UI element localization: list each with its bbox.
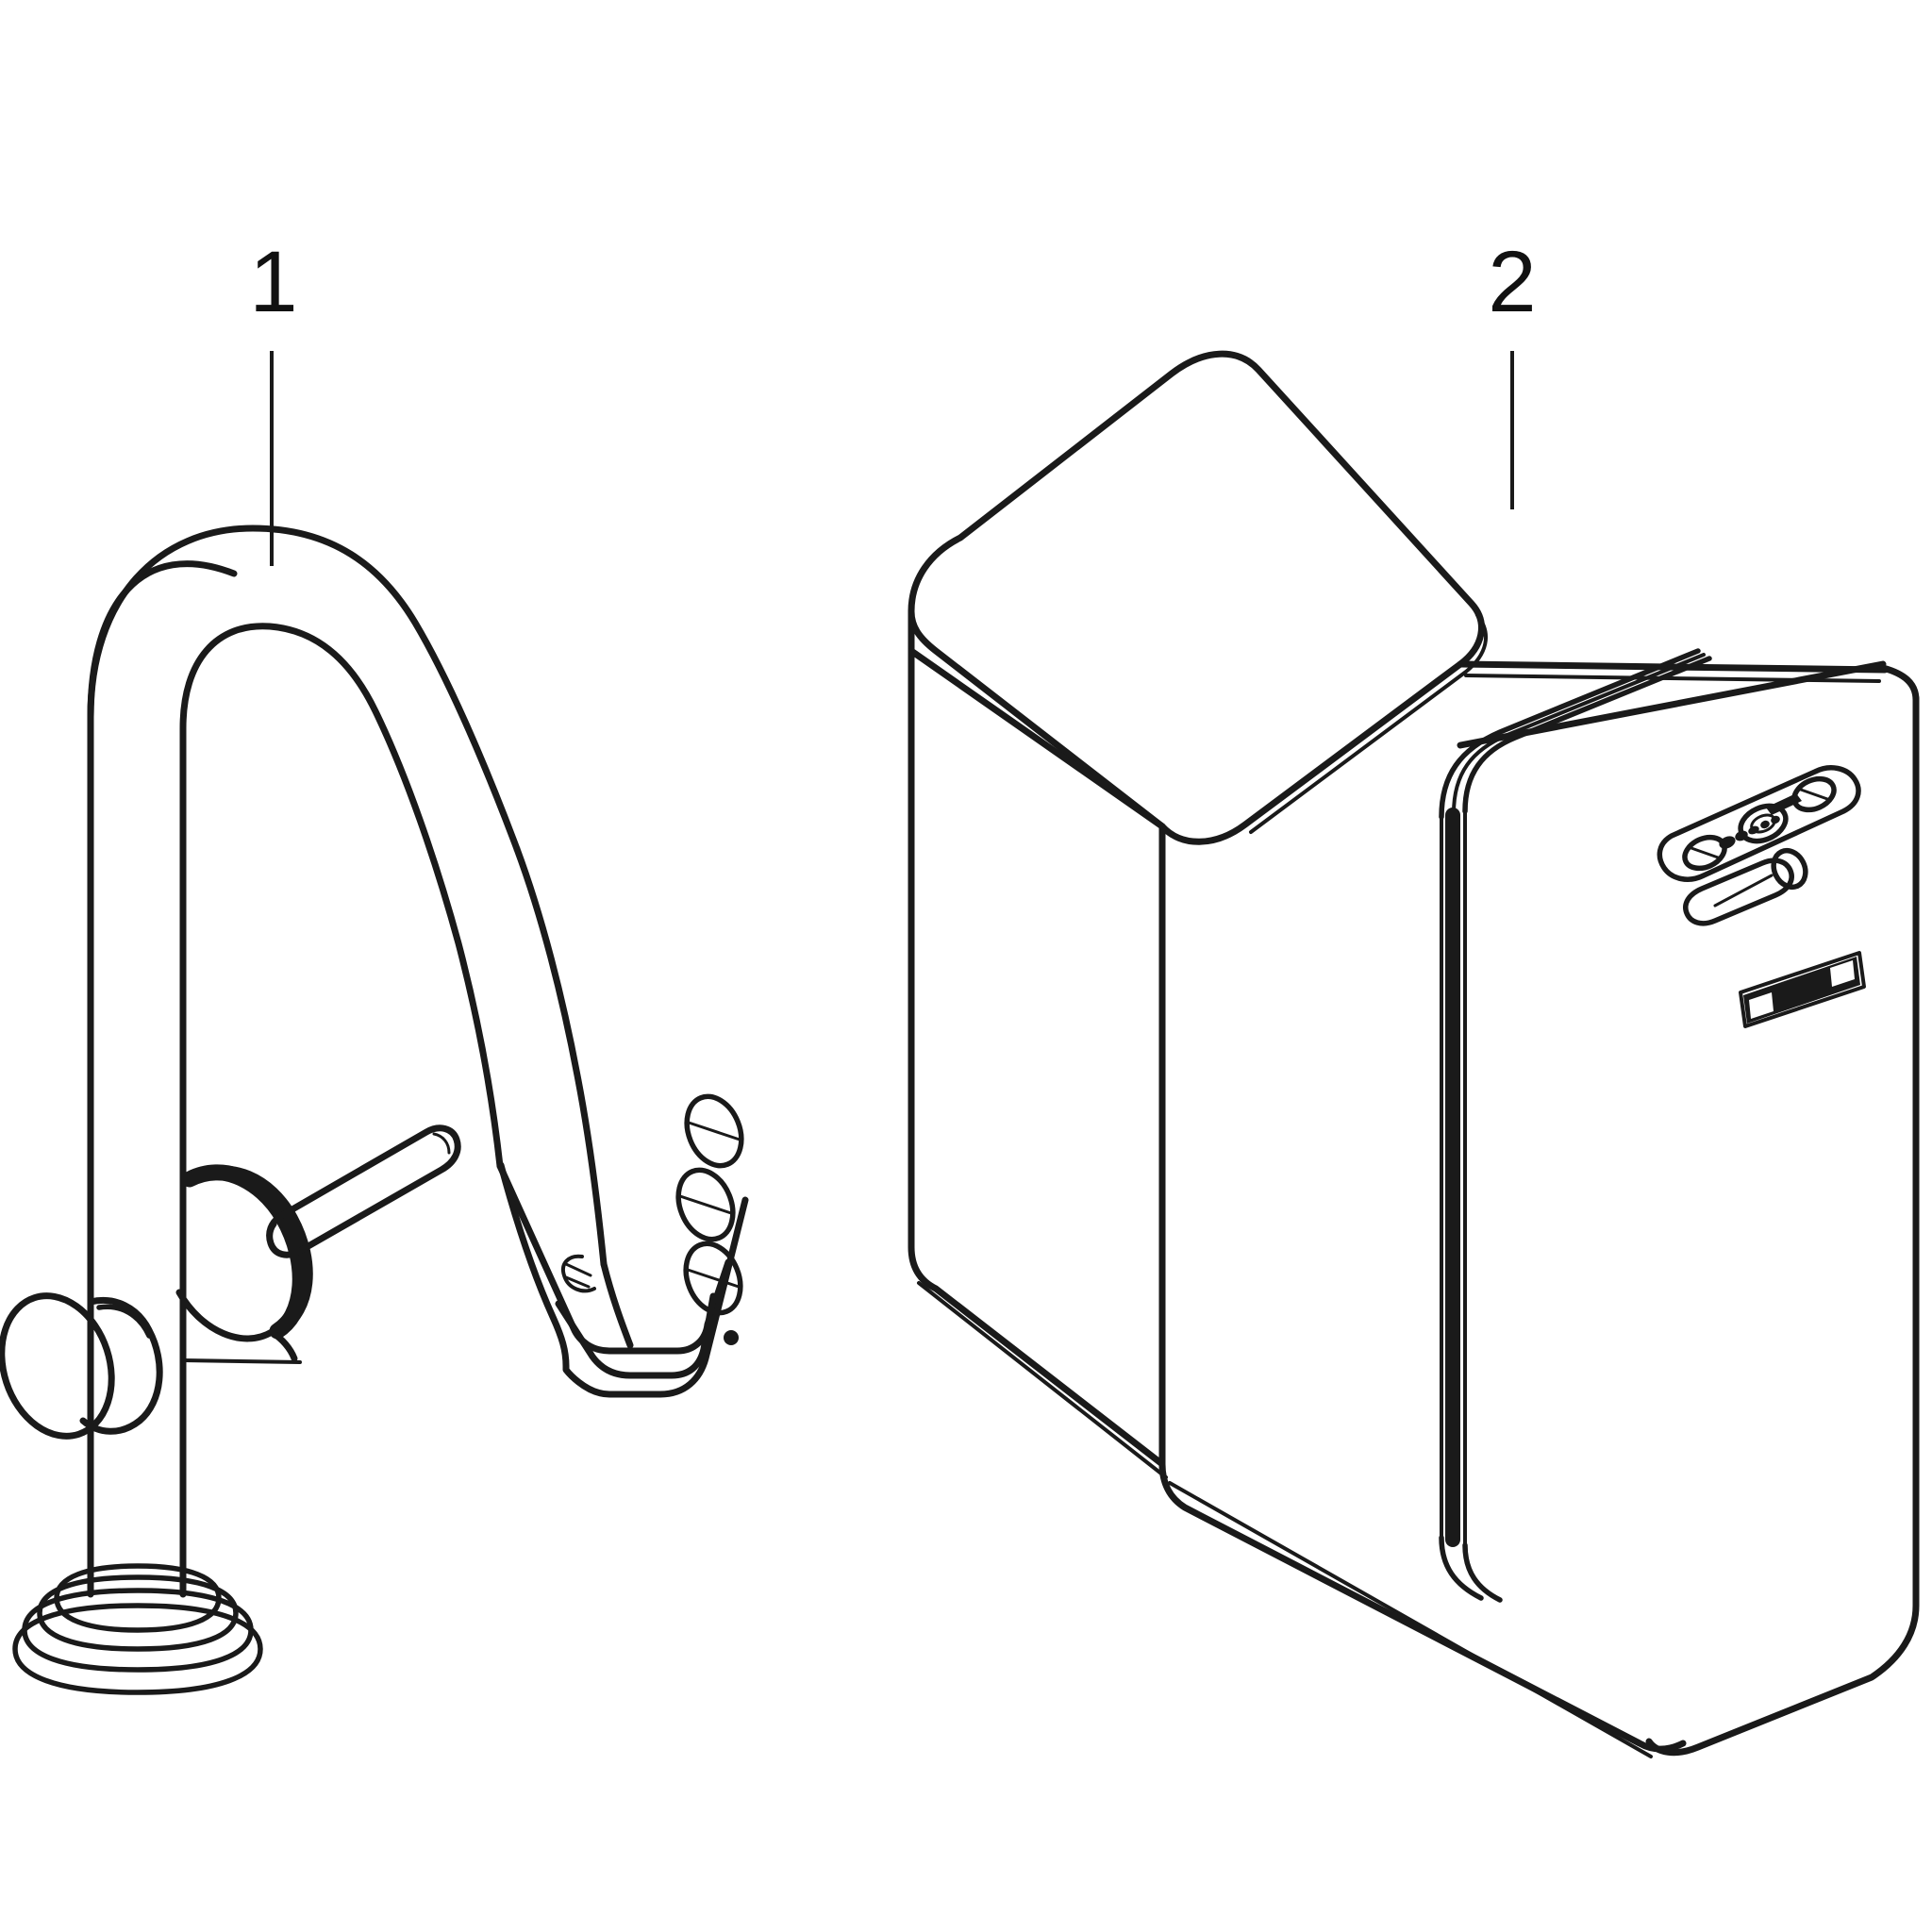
faucet-base-escutcheon (12, 1563, 263, 1695)
box-left-face-outline (908, 608, 1166, 1468)
box-top-face-inner-edge (1249, 613, 1488, 834)
spray-button-2[interactable] (669, 1162, 743, 1248)
box-right-top-corner (1879, 664, 1920, 704)
box-release-latch[interactable] (1683, 845, 1811, 926)
callout-1[interactable]: 1 (249, 234, 298, 566)
faucet-spout-shell (497, 1161, 749, 1398)
spray-button-1-slot (687, 1121, 741, 1141)
control-plate-led-row (1719, 815, 1780, 849)
faucet-handle-collar[interactable] (175, 1164, 313, 1364)
box-front-face-right-edge (1645, 694, 1920, 1757)
box-left-face-top-edge (908, 647, 1166, 830)
latch-body[interactable] (1683, 858, 1794, 926)
control-plate-screw-2-slot (1687, 845, 1723, 860)
box-front-face-bottom-edge (1158, 1460, 1687, 1753)
control-plate-screw-1-slot (1796, 787, 1832, 802)
box-cover-top-edge (1457, 660, 1887, 749)
display-window-notch-right (1830, 960, 1855, 987)
control-plate-marker-bar (1766, 793, 1802, 815)
latch-highlight (1713, 874, 1774, 908)
faucet-spout-tip (555, 1292, 717, 1379)
box-front-base-rim (1168, 1481, 1653, 1758)
control-plate-outline[interactable] (1657, 765, 1861, 882)
faucet-arch-inner (179, 623, 504, 1170)
faucet-spout-barrel-right (600, 1260, 634, 1349)
callout-2-label: 2 (1488, 234, 1536, 330)
faucet-arch-outer-right (513, 845, 608, 1268)
box-cover-seam (1439, 648, 1712, 1603)
latch-knob[interactable] (1768, 845, 1811, 892)
faucet-inlet-elbow (0, 1292, 163, 1440)
box-control-plate[interactable] (1657, 765, 1861, 882)
box-left-base-rim (917, 1281, 1168, 1479)
faucet-arch-outer-top (87, 525, 521, 853)
part-filter-box[interactable] (908, 350, 1920, 1758)
spray-button-3-slot (686, 1268, 741, 1289)
callout-2[interactable]: 2 (1488, 234, 1537, 509)
callout-1-label: 1 (249, 234, 297, 330)
box-display-window[interactable] (1739, 951, 1866, 1028)
faucet-spray-buttons[interactable] (669, 1089, 752, 1322)
spout-clip-detail (561, 1254, 596, 1293)
display-window-frame (1739, 951, 1866, 1028)
spray-button-1[interactable] (677, 1089, 752, 1174)
faucet-spout-barrel (496, 1162, 732, 1355)
spray-button-2-slot (678, 1194, 733, 1215)
callout-group: 1 2 (249, 234, 1537, 566)
display-window-notch-left (1749, 992, 1774, 1019)
faucet-lever-handle[interactable] (266, 1124, 461, 1258)
box-top-face (908, 350, 1485, 845)
part-faucet[interactable] (0, 525, 752, 1695)
spray-button-3[interactable] (676, 1236, 751, 1322)
spout-indicator-dot (724, 1330, 739, 1345)
